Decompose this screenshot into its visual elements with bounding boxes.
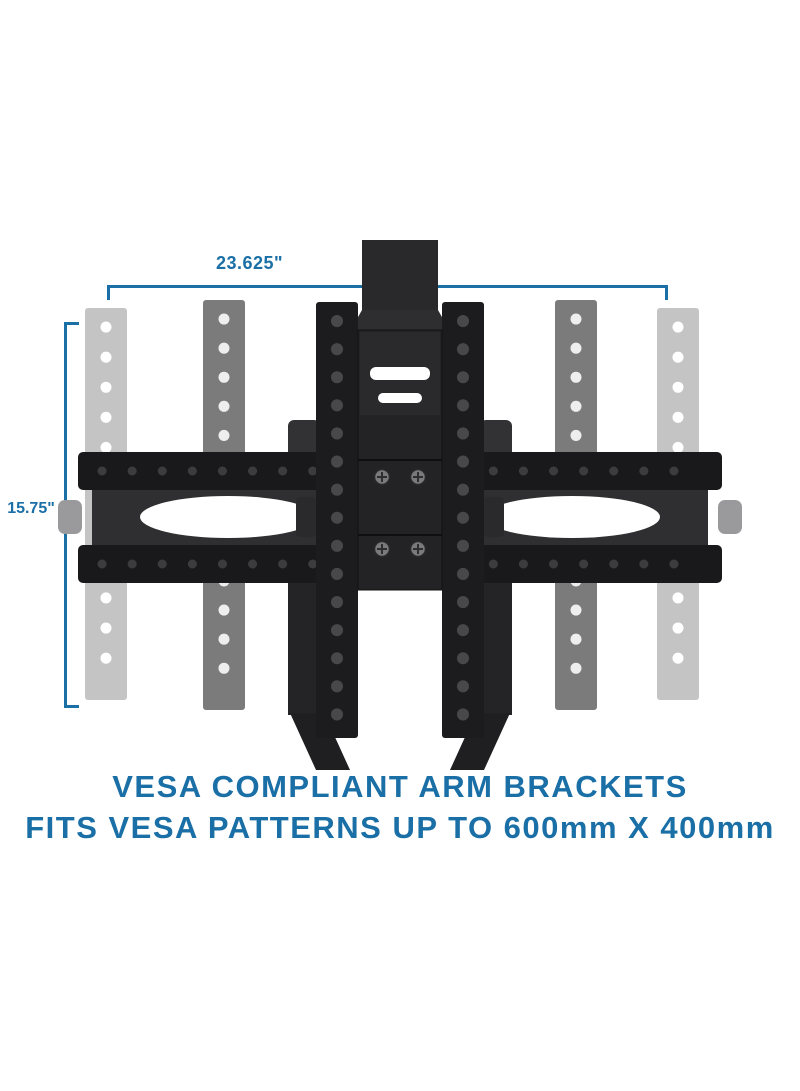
arm-bracket-right	[442, 302, 484, 738]
arm-bracket-left	[316, 302, 358, 738]
height-dimension-label: 15.75"	[7, 500, 55, 517]
caption-line1: VESA COMPLIANT ARM BRACKETS	[112, 769, 688, 804]
screws	[373, 468, 427, 558]
center-mount-plate	[357, 329, 443, 591]
width-dimension-label: 23.625"	[215, 253, 284, 273]
caption: VESA COMPLIANT ARM BRACKETS FITS VESA PA…	[0, 766, 800, 848]
center-column	[348, 240, 452, 335]
stand-legs	[288, 583, 512, 770]
caption-line2: FITS VESA PATTERNS UP TO 600mm X 400mm	[25, 810, 775, 845]
tv-mount-bracket-illustration	[58, 240, 742, 770]
